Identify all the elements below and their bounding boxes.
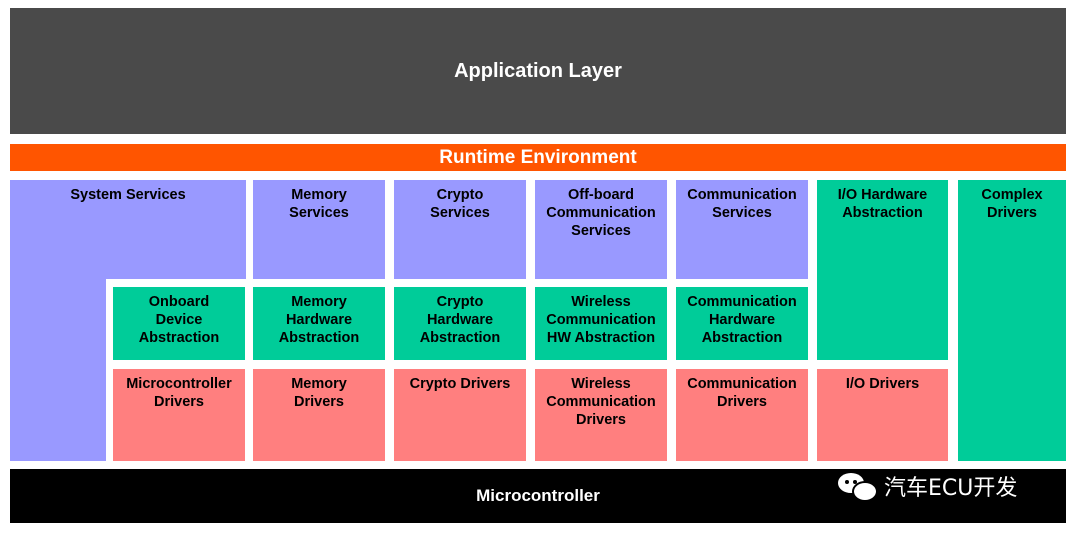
communication-services-block: Communication Services	[676, 180, 808, 279]
runtime-environment-layer: Runtime Environment	[10, 144, 1066, 171]
crypto-hardware-abstraction-block: Crypto Hardware Abstraction	[394, 287, 526, 360]
system-services-block: System Services	[10, 180, 246, 279]
memory-services-block: Memory Services	[253, 180, 385, 279]
io-drivers-block: I/O Drivers	[817, 369, 948, 461]
application-layer: Application Layer	[10, 8, 1066, 134]
wireless-communication-drivers-block: Wireless Communication Drivers	[535, 369, 667, 461]
watermark: 汽车ECU开发	[838, 471, 1018, 502]
wechat-icon	[838, 471, 878, 502]
system-services-extension	[10, 279, 106, 461]
memory-drivers-block: Memory Drivers	[253, 369, 385, 461]
complex-drivers-block: Complex Drivers	[958, 180, 1066, 461]
communication-hardware-abstraction-block: Communication Hardware Abstraction	[676, 287, 808, 360]
offboard-communication-services-block: Off-board Communication Services	[535, 180, 667, 279]
onboard-device-abstraction-block: Onboard Device Abstraction	[113, 287, 245, 360]
memory-hardware-abstraction-block: Memory Hardware Abstraction	[253, 287, 385, 360]
communication-drivers-block: Communication Drivers	[676, 369, 808, 461]
wireless-communication-hw-abstraction-block: Wireless Communication HW Abstraction	[535, 287, 667, 360]
microcontroller-drivers-block: Microcontroller Drivers	[113, 369, 245, 461]
crypto-services-block: Crypto Services	[394, 180, 526, 279]
crypto-drivers-block: Crypto Drivers	[394, 369, 526, 461]
watermark-text: 汽车ECU开发	[884, 476, 1018, 501]
microcontroller-layer: Microcontroller	[10, 469, 1066, 523]
io-hardware-abstraction-block: I/O Hardware Abstraction	[817, 180, 948, 360]
